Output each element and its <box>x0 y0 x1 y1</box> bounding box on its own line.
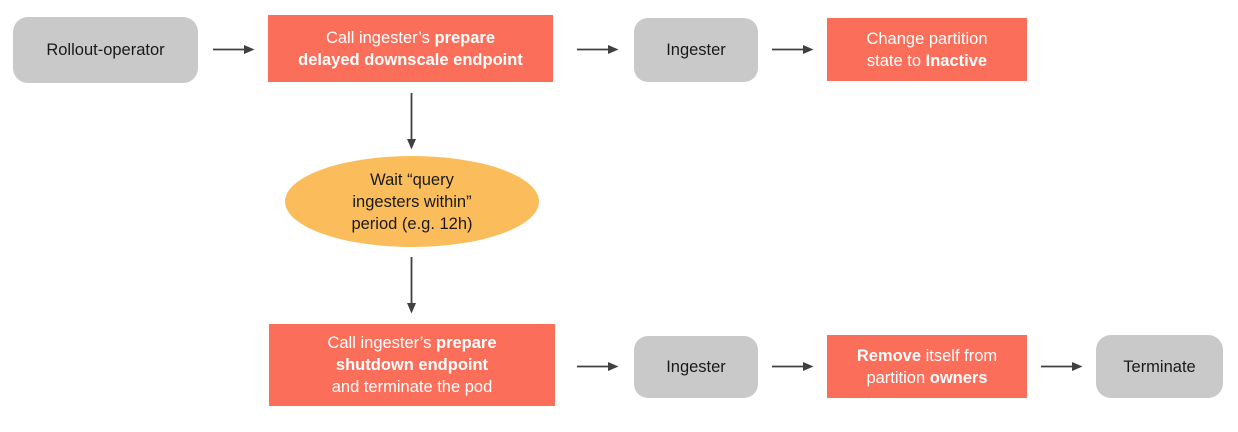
node-terminate-label: Terminate <box>1123 357 1196 376</box>
node-wait-period-label: Wait “query ingesters within” period (e.… <box>351 170 473 233</box>
node-prepare-delayed-downscale-label: Call ingester’s prepare delayed downscal… <box>298 28 523 69</box>
arrow-prepare-delayed-to-ingester <box>577 45 619 54</box>
node-rollout-operator: Rollout-operator <box>13 17 198 83</box>
node-change-partition-state-label: Change partition state to Inactive <box>866 29 988 70</box>
node-ingester-bottom-label: Ingester <box>666 358 726 376</box>
arrow-ingester-to-remove-owners <box>772 362 814 371</box>
arrow-prepare-delayed-to-wait <box>407 93 416 150</box>
node-prepare-shutdown-label: Call ingester’s prepare shutdown endpoin… <box>327 334 497 396</box>
arrow-prepare-shutdown-to-ingester <box>577 362 619 371</box>
arrow-wait-to-prepare-shutdown <box>407 257 416 314</box>
arrow-ingester-to-change-partition <box>772 45 814 54</box>
node-ingester-bottom: Ingester <box>634 336 758 398</box>
node-ingester-top-label: Ingester <box>666 41 726 59</box>
node-ingester-top: Ingester <box>634 18 758 82</box>
node-wait-period: Wait “query ingesters within” period (e.… <box>285 156 539 247</box>
node-remove-owners: Remove itself from partition owners <box>827 335 1027 398</box>
node-rollout-operator-label: Rollout-operator <box>46 41 165 59</box>
arrow-remove-owners-to-terminate <box>1041 362 1083 371</box>
node-change-partition-state: Change partition state to Inactive <box>827 18 1027 81</box>
arrow-rollout-to-prepare-delayed <box>213 45 255 54</box>
node-terminate: Terminate <box>1096 335 1223 398</box>
node-prepare-shutdown: Call ingester’s prepare shutdown endpoin… <box>269 324 555 406</box>
node-prepare-delayed-downscale: Call ingester’s prepare delayed downscal… <box>268 15 553 82</box>
node-remove-owners-label: Remove itself from partition owners <box>856 346 998 387</box>
